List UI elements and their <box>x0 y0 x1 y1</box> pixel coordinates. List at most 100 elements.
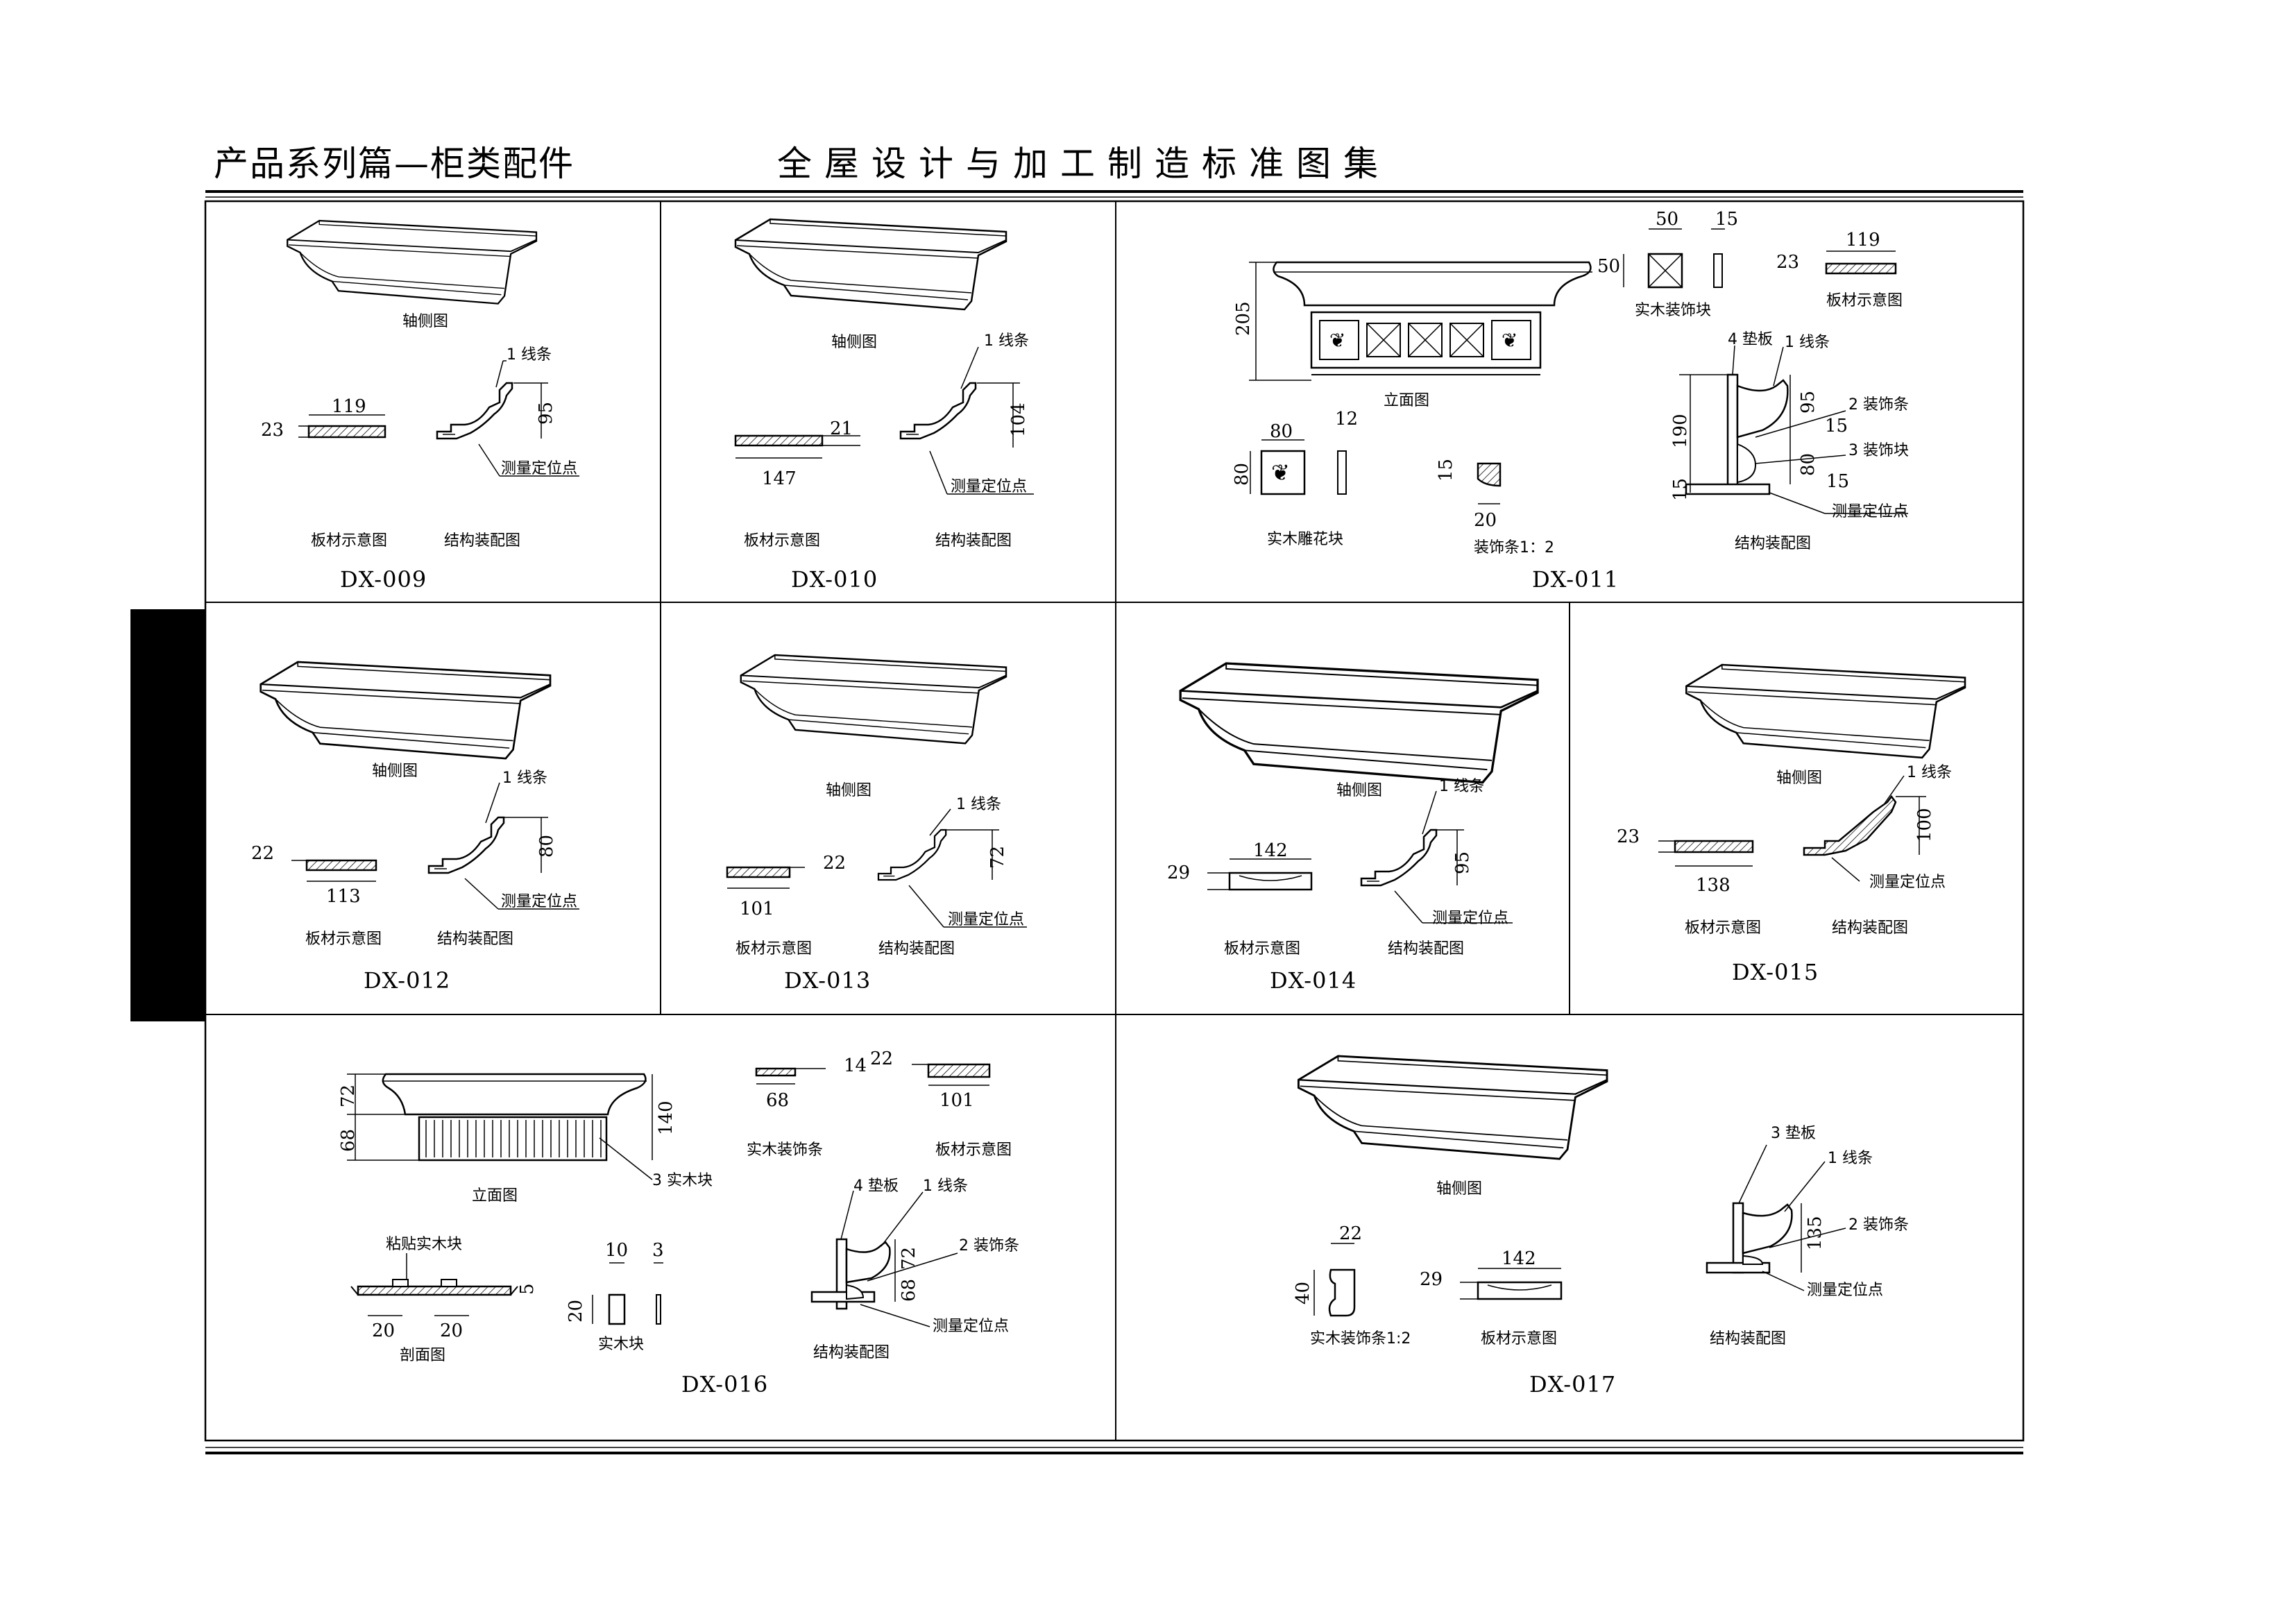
svg-text:测量定位点: 测量定位点 <box>1869 874 1946 891</box>
svg-text:138: 138 <box>1696 875 1730 896</box>
carved-block <box>1260 450 1306 495</box>
svg-text:12: 12 <box>1335 409 1358 430</box>
svg-text:1 线条: 1 线条 <box>502 770 547 787</box>
svg-text:100: 100 <box>1914 808 1935 842</box>
svg-text:2 装饰条: 2 装饰条 <box>959 1237 1019 1255</box>
svg-text:2 装饰条: 2 装饰条 <box>1848 1216 1909 1234</box>
product-code: DX-013 <box>784 967 871 994</box>
svg-text:实木装饰条: 实木装饰条 <box>747 1141 823 1159</box>
svg-text:20: 20 <box>372 1320 395 1341</box>
flute-lines <box>425 1120 602 1157</box>
svg-text:板材示意图: 板材示意图 <box>1224 940 1300 958</box>
svg-text:23: 23 <box>261 420 284 441</box>
axonometric-view <box>734 218 1007 311</box>
svg-text:22: 22 <box>823 853 846 874</box>
svg-text:测量定位点: 测量定位点 <box>948 911 1024 928</box>
solid-wood-strip-section <box>1328 1268 1356 1317</box>
svg-text:95: 95 <box>536 402 556 425</box>
svg-text:80: 80 <box>1798 453 1819 476</box>
product-code: DX-009 <box>340 566 427 593</box>
panel-dx-015: 轴侧图 138 23 100 1 线条 测量定位点 板材示意图 结构装配图 DX… <box>1617 663 1966 985</box>
svg-text:22: 22 <box>251 843 274 864</box>
svg-text:190: 190 <box>1670 414 1691 448</box>
svg-text:板材示意图: 板材示意图 <box>744 532 820 550</box>
svg-text:板材示意图: 板材示意图 <box>311 532 387 550</box>
assembly-profile <box>1706 1202 1793 1274</box>
svg-text:3: 3 <box>652 1240 664 1261</box>
svg-text:23: 23 <box>1617 826 1640 847</box>
svg-text:粘贴实木块: 粘贴实木块 <box>386 1236 462 1253</box>
svg-text:板材示意图: 板材示意图 <box>1481 1330 1557 1348</box>
assembly-profile <box>877 829 947 881</box>
svg-text:立面图: 立面图 <box>472 1187 518 1205</box>
svg-text:68: 68 <box>766 1090 789 1111</box>
svg-text:147: 147 <box>762 468 797 489</box>
svg-text:119: 119 <box>332 396 366 417</box>
svg-text:50: 50 <box>1656 209 1678 230</box>
svg-text:21: 21 <box>830 418 853 439</box>
svg-text:4 垫板: 4 垫板 <box>853 1178 899 1195</box>
svg-text:20: 20 <box>440 1320 463 1341</box>
board-section <box>726 866 791 878</box>
svg-text:测量定位点: 测量定位点 <box>951 478 1027 495</box>
deco-strip-section <box>1477 462 1502 487</box>
svg-text:结构装配图: 结构装配图 <box>878 940 955 958</box>
svg-text:轴侧图: 轴侧图 <box>1436 1180 1482 1198</box>
svg-text:1 线条: 1 线条 <box>507 346 552 364</box>
svg-text:测量定位点: 测量定位点 <box>933 1318 1009 1335</box>
svg-text:15: 15 <box>1670 478 1691 501</box>
assembly-profile <box>427 816 505 874</box>
svg-text:3 垫板: 3 垫板 <box>1771 1125 1816 1142</box>
assembly-profile <box>1360 829 1438 887</box>
svg-text:20: 20 <box>1474 510 1497 531</box>
svg-text:4 垫板: 4 垫板 <box>1728 331 1773 348</box>
svg-text:1 线条: 1 线条 <box>984 332 1029 350</box>
product-code: DX-012 <box>364 967 450 994</box>
svg-text:板材示意图: 板材示意图 <box>1826 292 1903 309</box>
panel-dx-009: 轴侧图 119 23 95 1 线条 测量定位点 板材示意图 结构装配图 DX-… <box>261 219 579 593</box>
svg-text:22: 22 <box>870 1048 893 1069</box>
product-code: DX-016 <box>681 1371 768 1397</box>
svg-text:结构装配图: 结构装配图 <box>813 1344 890 1361</box>
svg-text:29: 29 <box>1167 863 1190 883</box>
svg-text:结构装配图: 结构装配图 <box>1388 940 1464 958</box>
svg-text:轴侧图: 轴侧图 <box>372 763 418 780</box>
svg-text:测量定位点: 测量定位点 <box>1807 1282 1883 1299</box>
svg-text:101: 101 <box>939 1090 974 1111</box>
svg-text:轴侧图: 轴侧图 <box>826 782 871 799</box>
svg-text:15: 15 <box>1715 209 1738 230</box>
assembly-profile <box>436 382 513 440</box>
svg-text:50: 50 <box>1597 256 1620 277</box>
svg-text:101: 101 <box>740 899 774 919</box>
panel-dx-017: 轴侧图 22 40 实木装饰条1:2 142 29 板材示意图 135 3 垫板… <box>1293 1055 1909 1397</box>
svg-text:23: 23 <box>1776 252 1799 273</box>
svg-text:142: 142 <box>1502 1248 1536 1269</box>
svg-text:结构装配图: 结构装配图 <box>935 532 1012 550</box>
svg-text:实木雕花块: 实木雕花块 <box>1267 531 1343 548</box>
panel-dx-013: 轴侧图 101 22 72 1 线条 测量定位点 板材示意图 结构装配图 DX-… <box>726 654 1027 994</box>
header-left-title: 产品系列篇—柜类配件 <box>214 144 575 184</box>
svg-text:测量定位点: 测量定位点 <box>1432 910 1508 927</box>
svg-text:结构装配图: 结构装配图 <box>1735 535 1811 552</box>
board-section <box>305 859 377 872</box>
side-tab <box>130 609 205 1021</box>
carved-ornament-icon: ❦ <box>1502 329 1517 352</box>
board-section <box>1477 1281 1563 1300</box>
svg-text:15: 15 <box>1826 471 1849 492</box>
svg-text:2 装饰条: 2 装饰条 <box>1848 396 1909 414</box>
axonometric-view <box>1685 663 1966 759</box>
board-section <box>1674 840 1754 853</box>
svg-text:68: 68 <box>338 1129 359 1152</box>
panel-dx-016: 72 68 140 3 实木块 立面图 68 14 101 22 实木装饰条 板… <box>338 1048 1019 1397</box>
svg-text:结构装配图: 结构装配图 <box>444 532 520 550</box>
product-code: DX-017 <box>1529 1371 1616 1397</box>
svg-text:装饰条1：2: 装饰条1：2 <box>1474 539 1554 556</box>
panel-dx-011: ❦ ❦ 205 立面图 50 50 15 实木装饰块 119 23 <box>1232 209 1909 593</box>
svg-text:实木装饰条1:2: 实木装饰条1:2 <box>1310 1330 1411 1348</box>
svg-text:测量定位点: 测量定位点 <box>501 893 577 910</box>
svg-text:20: 20 <box>566 1300 586 1323</box>
svg-text:14: 14 <box>844 1055 867 1076</box>
svg-text:1 线条: 1 线条 <box>956 796 1001 813</box>
product-code: DX-015 <box>1732 959 1819 985</box>
